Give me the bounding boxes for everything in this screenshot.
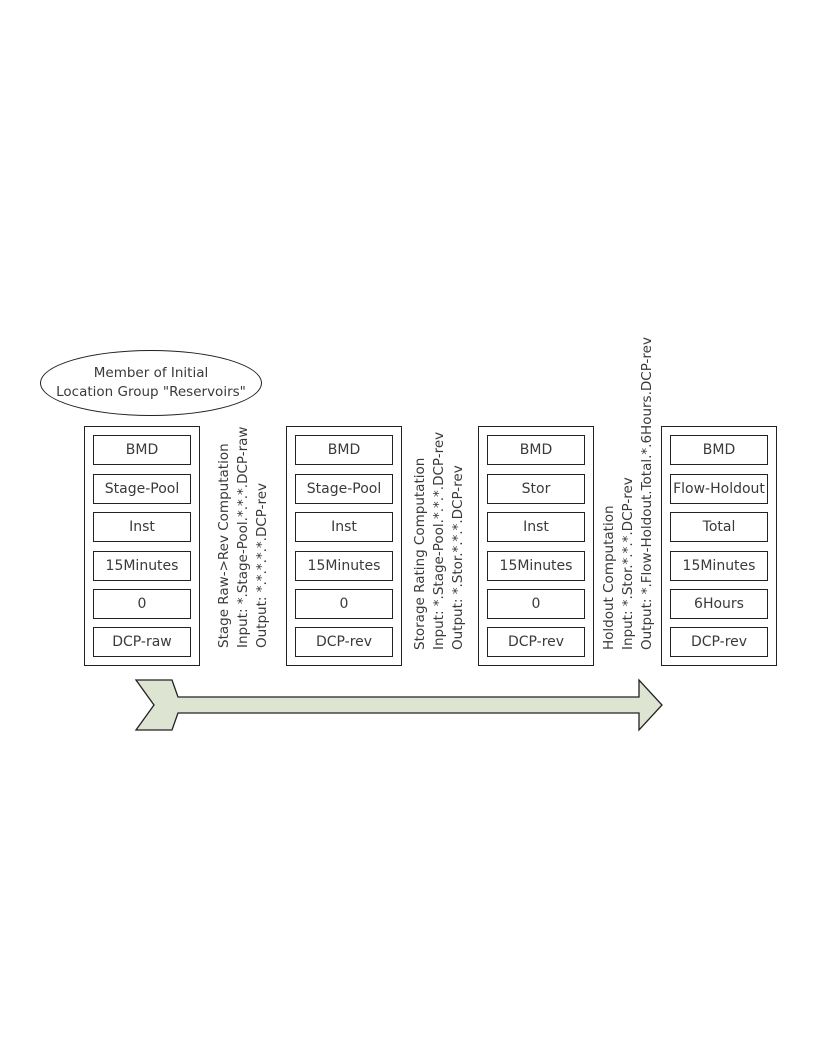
computation-1-input: Input: *.Stage-Pool.*.*.*.DCP-raw — [235, 426, 251, 648]
stack-1-interval-cell: 15Minutes — [93, 551, 191, 581]
computation-3-title: Holdout Computation — [601, 505, 617, 650]
flow-arrow-icon — [134, 678, 663, 732]
stack-1-site-cell: BMD — [93, 435, 191, 465]
location-group-label-line1: Member of Initial — [93, 365, 209, 381]
stack-4-interval-cell: 15Minutes — [670, 551, 768, 581]
stack-4-type-cell: Total — [670, 512, 768, 542]
stack-4-duration-cell: 6Hours — [670, 589, 768, 619]
stack-3-param-cell: Stor — [487, 474, 585, 504]
stack-3-site-cell: BMD — [487, 435, 585, 465]
stack-2-type-cell: Inst — [295, 512, 393, 542]
computation-2-title: Storage Rating Computation — [412, 457, 428, 650]
stack-4-param-cell: Flow-Holdout — [670, 474, 768, 504]
computation-3-label: Holdout Computation Input: *.Stor.*.*.*.… — [600, 337, 657, 650]
computation-2-input: Input: *.Stage-Pool.*.*.*.DCP-rev — [431, 431, 447, 650]
stack-1-duration-cell: 0 — [93, 589, 191, 619]
stack-4-version-cell: DCP-rev — [670, 627, 768, 657]
stack-2-interval-cell: 15Minutes — [295, 551, 393, 581]
computation-3-input: Input: *.Stor.*.*.*.DCP-rev — [620, 477, 636, 650]
stack-1-param-cell: Stage-Pool — [93, 474, 191, 504]
location-group-oval: Member of Initial Location Group "Reserv… — [40, 350, 262, 416]
location-group-label-line2: Location Group "Reservoirs" — [56, 384, 246, 400]
computation-1-output: Output: *.*.*.*.*.DCP-rev — [254, 482, 270, 648]
stack-4-site-cell: BMD — [670, 435, 768, 465]
stack-2-duration-cell: 0 — [295, 589, 393, 619]
stack-3-type-cell: Inst — [487, 512, 585, 542]
time-series-stack-1: BMD Stage-Pool Inst 15Minutes 0 DCP-raw — [84, 426, 200, 666]
stack-2-version-cell: DCP-rev — [295, 627, 393, 657]
computation-2-output: Output: *.Stor.*.*.*.DCP-rev — [450, 465, 466, 650]
stack-1-version-cell: DCP-raw — [93, 627, 191, 657]
computation-3-output: Output: *.Flow-Holdout.Total.*.6Hours.DC… — [639, 337, 655, 650]
computation-1-title: Stage Raw->Rev Computation — [216, 443, 232, 648]
stack-3-interval-cell: 15Minutes — [487, 551, 585, 581]
time-series-stack-4: BMD Flow-Holdout Total 15Minutes 6Hours … — [661, 426, 777, 666]
time-series-stack-3: BMD Stor Inst 15Minutes 0 DCP-rev — [478, 426, 594, 666]
stack-2-site-cell: BMD — [295, 435, 393, 465]
stack-3-duration-cell: 0 — [487, 589, 585, 619]
stack-3-version-cell: DCP-rev — [487, 627, 585, 657]
time-series-stack-2: BMD Stage-Pool Inst 15Minutes 0 DCP-rev — [286, 426, 402, 666]
computation-1-label: Stage Raw->Rev Computation Input: *.Stag… — [215, 427, 272, 648]
computation-2-label: Storage Rating Computation Input: *.Stag… — [411, 432, 468, 650]
stack-1-type-cell: Inst — [93, 512, 191, 542]
stack-2-param-cell: Stage-Pool — [295, 474, 393, 504]
